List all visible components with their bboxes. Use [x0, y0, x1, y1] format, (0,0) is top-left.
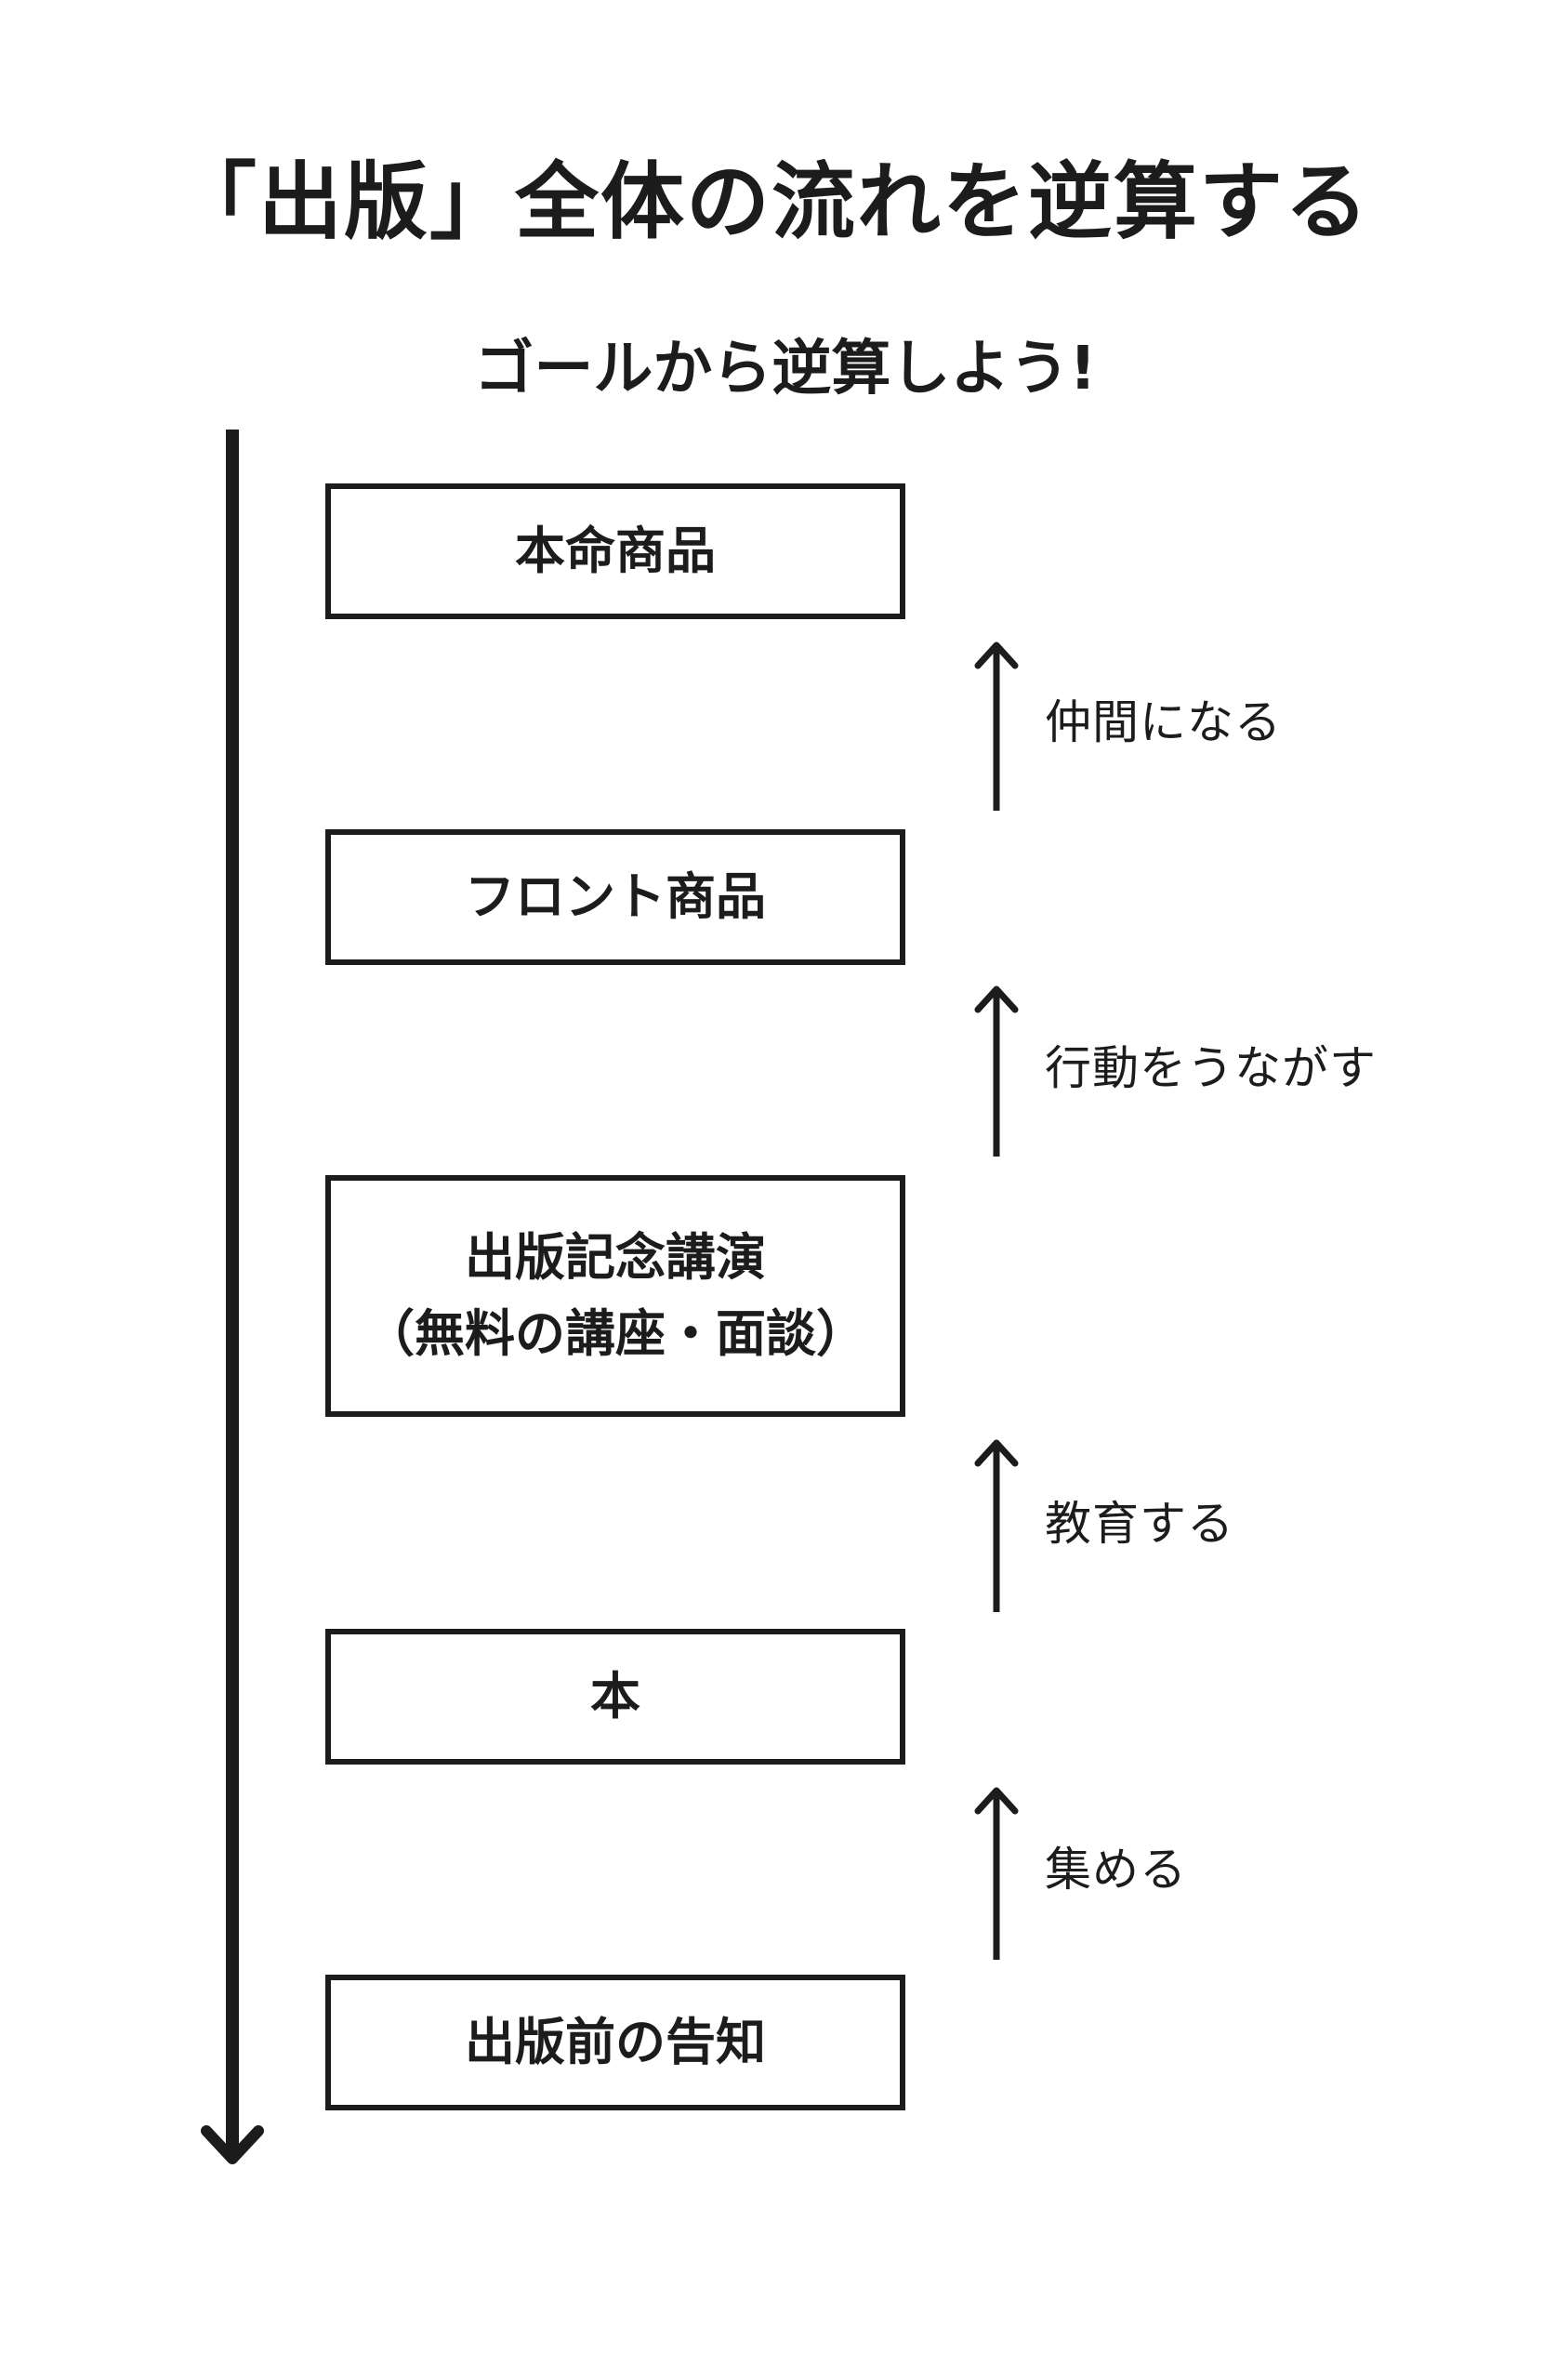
transition-label: 行動をうながす — [1045, 1041, 1377, 1095]
arrow-up-icon — [974, 1787, 1019, 1960]
step-label: 本命商品 — [515, 522, 716, 580]
step-box-pre-announcement: 出版前の告知 — [325, 1975, 905, 2110]
step-box-main-product: 本命商品 — [325, 483, 905, 619]
transition-label: 集める — [1045, 1843, 1187, 1897]
transition-label: 教育する — [1045, 1497, 1234, 1551]
arrow-up-icon — [974, 985, 1019, 1157]
page-subtitle: ゴールから逆算しよう! — [474, 335, 1097, 403]
step-box-book: 本 — [325, 1629, 905, 1765]
arrow-up-icon — [974, 1439, 1019, 1612]
step-label: 出版前の告知 — [465, 2013, 766, 2071]
step-sublabel: （無料の講座・面談） — [364, 1304, 866, 1363]
step-label: フロント商品 — [465, 867, 766, 926]
transition-label: 仲間になる — [1045, 695, 1282, 749]
step-label: 出版記念講演 — [465, 1228, 766, 1287]
arrow-up-icon — [974, 641, 1019, 811]
step-label: 本 — [590, 1667, 640, 1726]
arrow-down-icon — [201, 430, 264, 2164]
page-title: 「出版」全体の流れを逆算する — [173, 153, 1370, 251]
step-box-publication-lecture: 出版記念講演 （無料の講座・面談） — [325, 1175, 905, 1417]
step-box-front-product: フロント商品 — [325, 829, 905, 965]
